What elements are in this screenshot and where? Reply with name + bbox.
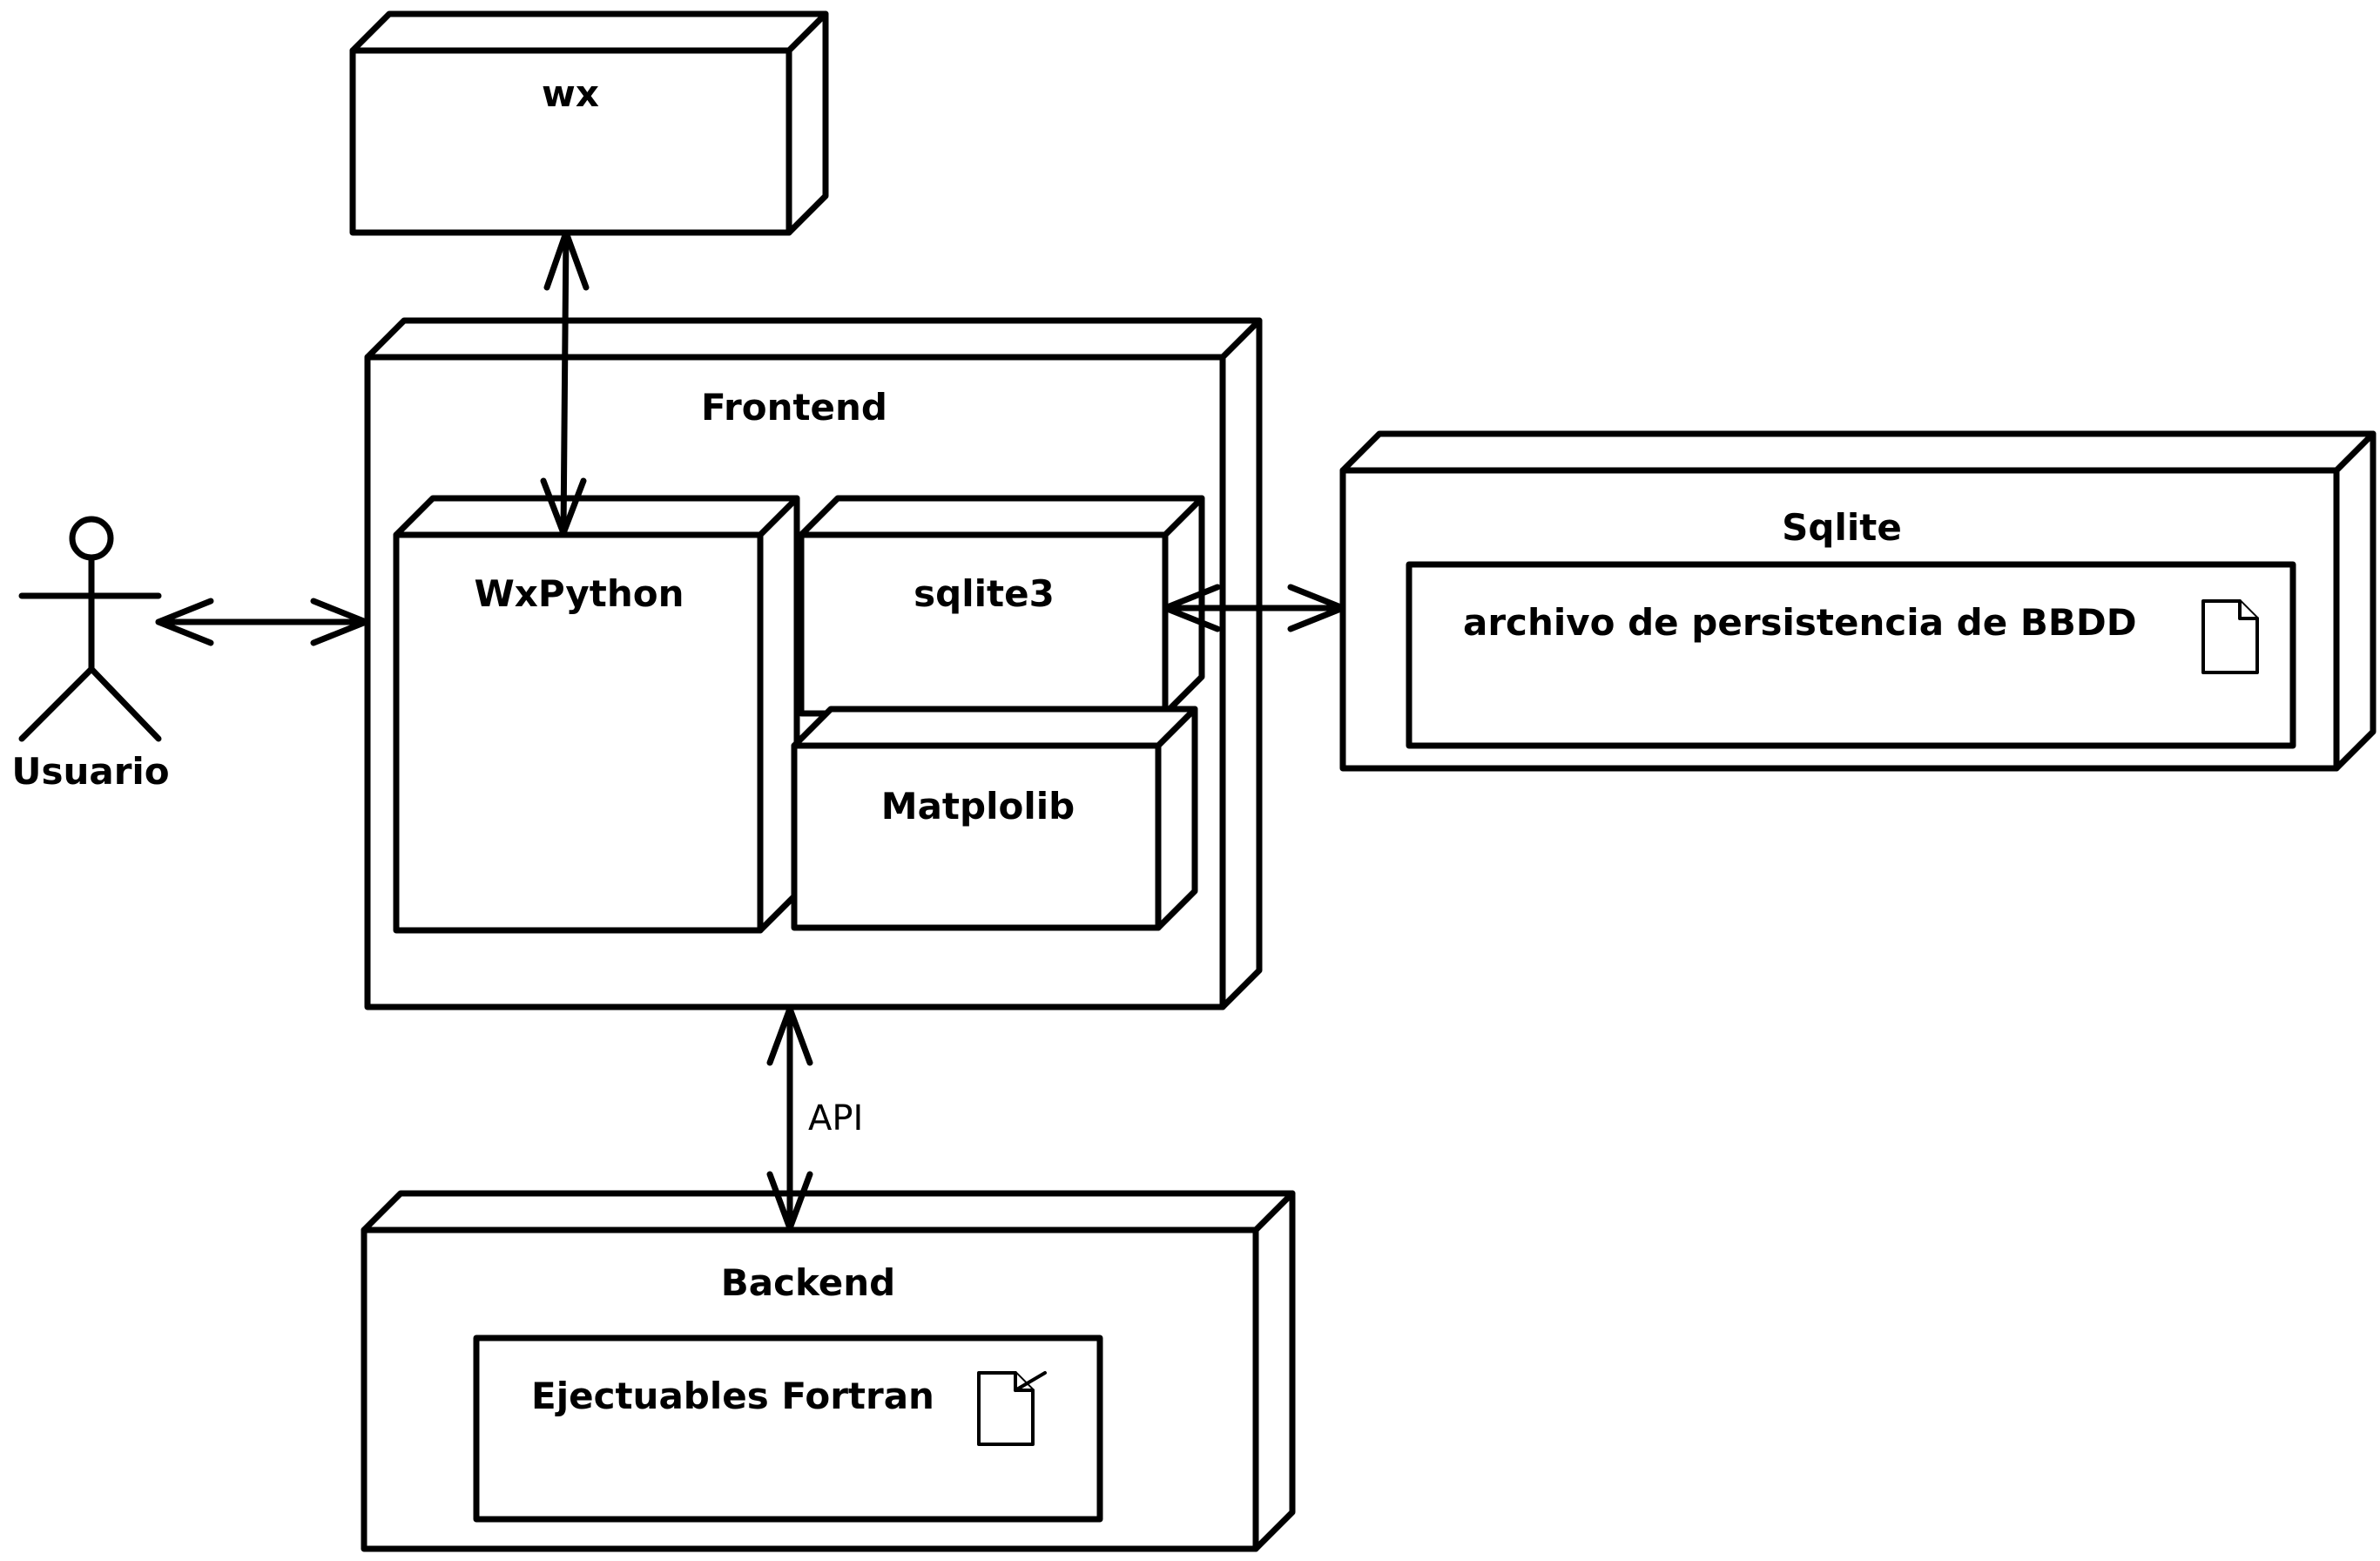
node-wx-label: wx [542,72,599,115]
arrowhead-left [1162,584,1221,632]
node-sqlite-label: Sqlite [1782,506,1902,549]
document-icon [2201,599,2259,674]
connector-frontend-backend: API [766,1005,863,1232]
connector-sqlite3-sqlite [1162,584,1346,632]
actor-usuario: Usuario [11,516,170,793]
arrowhead-left [155,598,214,646]
node-backend-label: Backend [721,1261,896,1304]
node-matplotlib-label: Matplolib [881,785,1075,828]
actor-legs [18,666,162,742]
artifact-fortran-executables: Ejectuables Fortran [473,1335,1103,1523]
node-wx: wx [349,10,829,236]
node-sqlite3: sqlite3 [798,495,1205,717]
artifact-persistence-file: archivo de persistencia de BBDD [1406,561,2296,749]
arrowhead-up [766,1005,813,1066]
node-frontend-label: Frontend [701,386,887,429]
actor-head [69,516,114,561]
connector-api-label: API [808,1098,863,1139]
artifact-fortran-executables-label: Ejectuables Fortran [531,1375,934,1417]
arrowhead-down [766,1171,813,1232]
arrowhead-down [540,477,587,537]
node-wxpython: WxPython [393,495,800,934]
connector-usuario-frontend [155,598,369,646]
arrowhead-right [310,598,369,646]
artifact-persistence-file-label: archivo de persistencia de BBDD [1463,601,2137,644]
node-sqlite3-label: sqlite3 [914,572,1055,615]
node-wxpython-label: WxPython [474,572,684,615]
connector-wx-wxpython [540,229,590,537]
node-matplotlib: Matplolib [791,706,1198,931]
arrowhead-up [543,229,590,291]
actor-usuario-label: Usuario [11,750,169,793]
arrowhead-right [1287,584,1346,632]
executable-document-icon [977,1371,1047,1446]
